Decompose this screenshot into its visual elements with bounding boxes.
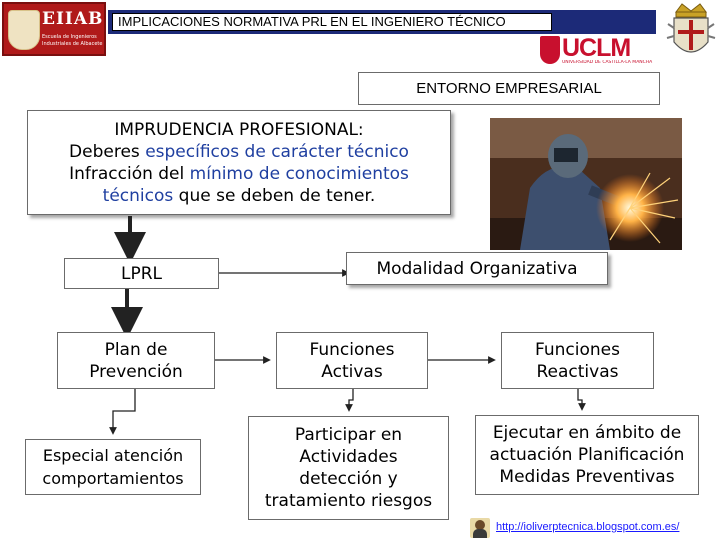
school-logo-text: EIIAB	[42, 9, 104, 29]
page-title: IMPLICACIONES NORMATIVA PRL EN EL INGENI…	[118, 14, 506, 29]
arrow-reactivas-to-ejecutar	[577, 389, 586, 411]
uclm-logo-subtitle: UNIVERSIDAD DE CASTILLA-LA MANCHA	[562, 60, 653, 65]
header-title-bar: IMPLICACIONES NORMATIVA PRL EN EL INGENI…	[108, 10, 656, 34]
welder-photo	[490, 118, 682, 250]
section-label-entorno-empresarial: ENTORNO EMPRESARIAL	[358, 72, 660, 105]
uclm-crest-icon	[540, 36, 560, 64]
funciones-reactivas-box: Funciones Reactivas	[501, 332, 654, 389]
school-logo-subtitle: Escuela de Ingenieros Industriales de Al…	[42, 34, 103, 47]
imprudencia-line-1: IMPRUDENCIA PROFESIONAL:	[114, 119, 364, 140]
imprudencia-line-2: Deberes específicos de carácter técnico	[69, 141, 409, 162]
arrow-activas-to-participar	[345, 389, 354, 412]
imprudencia-line-4: técnicos que se deben de tener.	[102, 185, 376, 206]
funciones-activas-box: Funciones Activas	[276, 332, 428, 389]
plan-prevencion-box: Plan de Prevención	[57, 332, 215, 389]
ejecutar-ambito-box: Ejecutar en ámbito de actuación Planific…	[475, 415, 699, 495]
imprudencia-line-3: Infracción del mínimo de conocimientos	[69, 163, 409, 184]
imprudencia-profesional-box: IMPRUDENCIA PROFESIONAL: Deberes específ…	[27, 110, 451, 215]
footer-blog-link[interactable]: http://ioliverptecnica.blogspot.com.es/	[496, 521, 680, 533]
school-logo: EIIAB Escuela de Ingenieros Industriales…	[2, 2, 106, 56]
school-crest-icon	[8, 10, 40, 50]
crown-crest-icon	[664, 2, 718, 64]
participar-actividades-box: Participar en Actividades detección y tr…	[248, 416, 449, 520]
especial-atencion-box: Especial atención comportamientos	[25, 439, 201, 495]
uclm-logo: UCLM UNIVERSIDAD DE CASTILLA-LA MANCHA	[538, 34, 658, 68]
lprl-box: LPRL	[64, 258, 219, 289]
modalidad-organizativa-box: Modalidad Organizativa	[346, 252, 608, 285]
arrow-plan-to-especial	[109, 389, 136, 435]
uclm-logo-text: UCLM	[562, 34, 631, 62]
author-avatar	[470, 518, 490, 538]
